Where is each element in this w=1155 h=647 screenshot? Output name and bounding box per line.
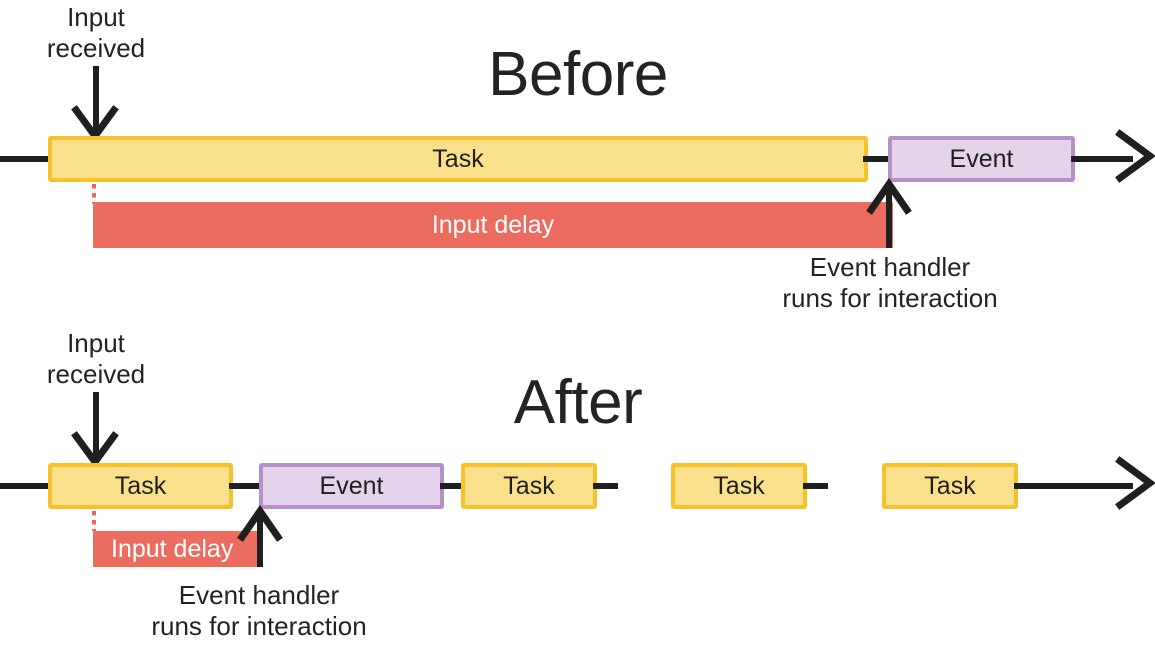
before-timeline-arrow-head bbox=[1115, 129, 1155, 183]
after-task-bar-4: Task bbox=[882, 463, 1018, 509]
before-input-delay-bar: Input delay bbox=[93, 202, 893, 248]
before-event-handler-label: Event handler runs for interaction bbox=[782, 252, 997, 313]
before-input-received-line1: Input bbox=[67, 2, 125, 32]
after-event-handler-label: Event handler runs for interaction bbox=[151, 580, 366, 641]
before-event-bar: Event bbox=[888, 136, 1075, 182]
after-handler-arrow-head bbox=[237, 504, 283, 542]
after-input-received-line1: Input bbox=[67, 328, 125, 358]
before-event-handler-line2: runs for interaction bbox=[782, 282, 998, 313]
before-timeline-left-stub bbox=[0, 156, 52, 162]
after-input-received-label: Input received bbox=[47, 328, 145, 389]
after-connector-4 bbox=[803, 483, 828, 489]
before-handler-arrow-head bbox=[866, 177, 912, 215]
before-input-arrow-shaft bbox=[93, 66, 99, 138]
after-input-dotted-guide bbox=[92, 511, 96, 531]
after-event-handler-line1: Event handler bbox=[178, 580, 340, 610]
after-input-delay-bar: Input delay bbox=[93, 531, 260, 567]
after-event-handler-line2: runs for interaction bbox=[151, 610, 367, 641]
before-task-bar: Task bbox=[48, 136, 868, 182]
before-title: Before bbox=[488, 40, 668, 109]
after-connector-3 bbox=[593, 483, 618, 489]
before-input-received-line2: received bbox=[46, 32, 146, 63]
after-input-arrow-shaft bbox=[93, 392, 99, 464]
after-connector-1 bbox=[229, 483, 263, 489]
before-task-event-connector bbox=[863, 156, 892, 162]
before-input-received-label: Input received bbox=[47, 2, 145, 63]
before-input-dotted-guide bbox=[92, 184, 96, 204]
after-task-bar-3: Task bbox=[671, 463, 807, 509]
after-timeline-arrow-head bbox=[1115, 456, 1155, 510]
after-title: After bbox=[513, 368, 643, 437]
after-timeline-left-stub bbox=[0, 483, 52, 489]
after-timeline-right-stub bbox=[1014, 483, 1133, 489]
before-handler-arrow-shaft bbox=[886, 182, 892, 248]
after-input-arrow-head bbox=[71, 431, 119, 468]
after-task-bar-2: Task bbox=[461, 463, 597, 509]
after-input-received-line2: received bbox=[46, 358, 146, 389]
before-event-handler-line1: Event handler bbox=[809, 252, 971, 282]
after-task-bar-1: Task bbox=[48, 463, 233, 509]
after-event-bar: Event bbox=[259, 463, 444, 509]
before-timeline-right-stub bbox=[1071, 156, 1133, 162]
after-handler-arrow-shaft bbox=[257, 509, 263, 567]
after-connector-2 bbox=[440, 483, 470, 489]
